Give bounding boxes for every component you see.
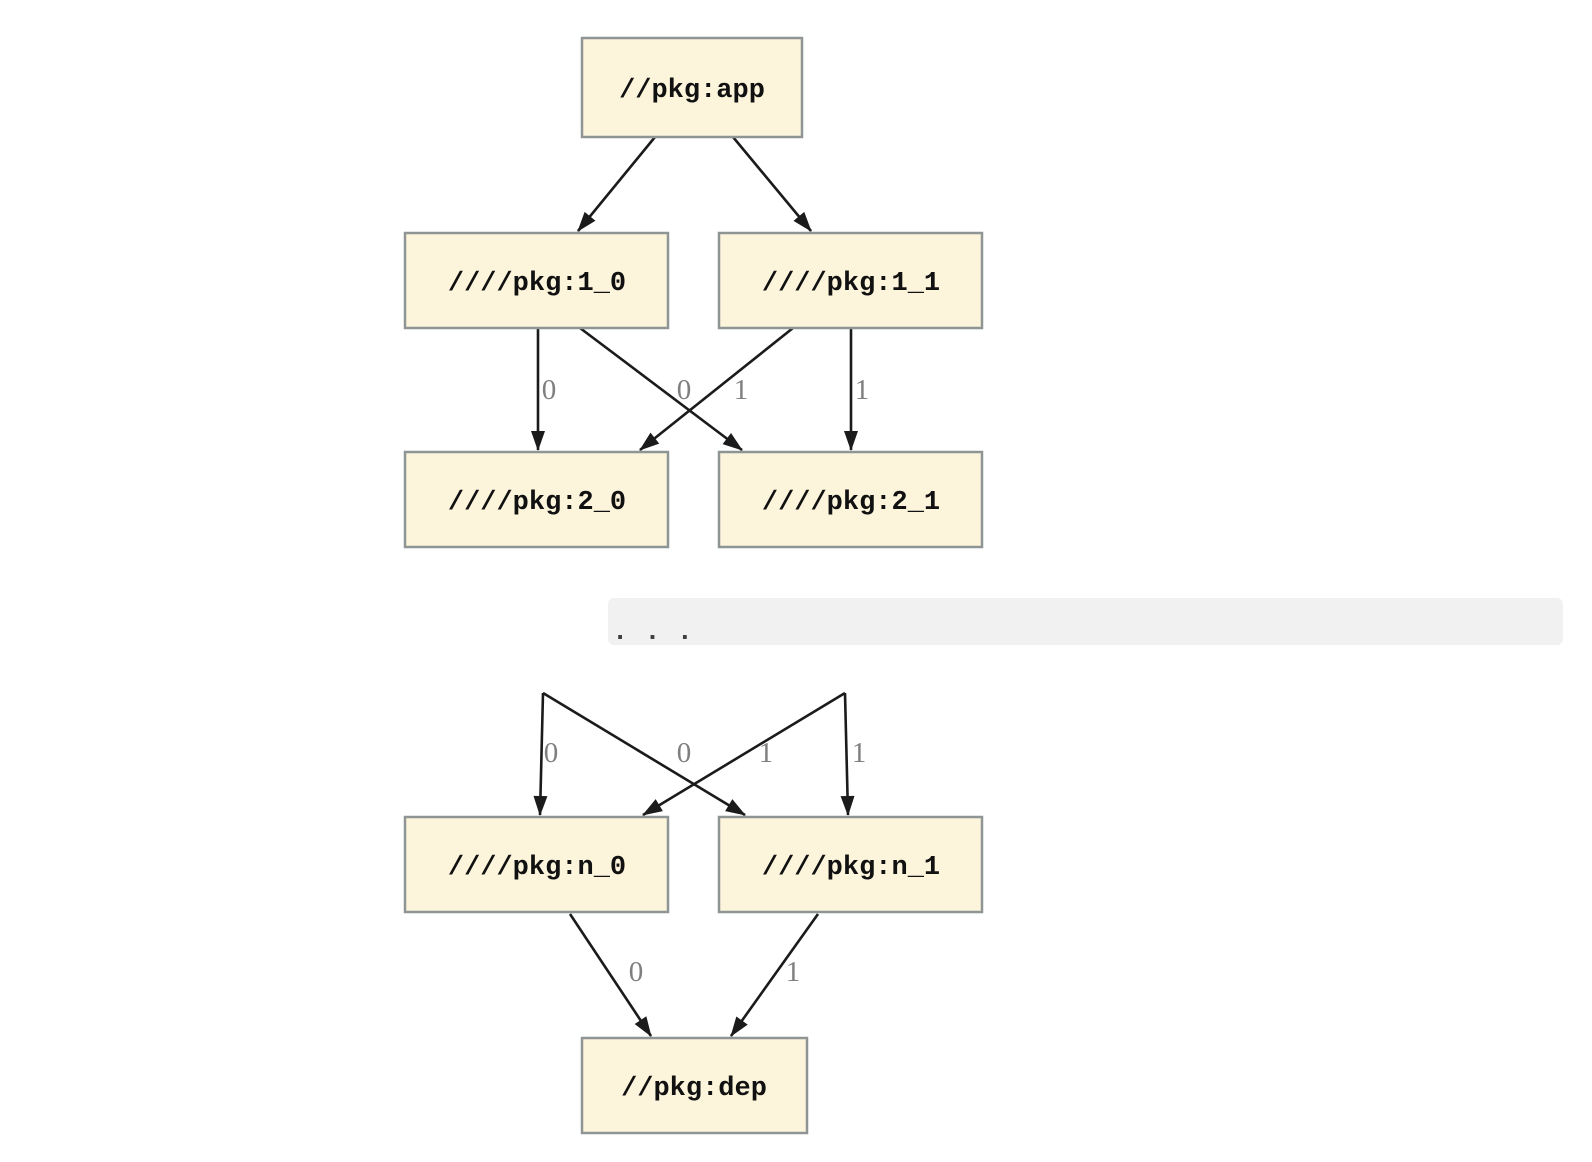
edge-label-1-1-to-2-1: 1 xyxy=(855,374,870,406)
node-pkg-1-0-box xyxy=(403,231,670,330)
edge-pkg-1-0-to-pkg-2-1 xyxy=(579,326,743,452)
edge-label-1-0-to-2-0: 0 xyxy=(542,374,557,406)
node-pkg-2-1-label: ////pkg:2_1 xyxy=(762,488,940,518)
ellipsis-dots: . . . xyxy=(612,618,693,648)
node-pkg-dep-label: //pkg:dep xyxy=(621,1074,767,1104)
edge-dots-to-pkg-n-1-cross xyxy=(542,691,746,817)
node-pkg-1-0-label: ////pkg:1_0 xyxy=(448,269,626,299)
edge-app-to-pkg-1-1 xyxy=(731,136,813,232)
edge-label-dots-to-n-0-left: 0 xyxy=(544,737,559,769)
node-pkg-1-1-box xyxy=(717,231,984,330)
edge-label-n-0-to-dep: 0 xyxy=(629,956,644,988)
node-pkg-1-0: ////pkg:1_0 xyxy=(403,231,670,330)
edge-label-dots-to-n-0-cross: 0 xyxy=(677,737,692,769)
node-pkg-2-0-box xyxy=(403,450,670,549)
node-pkg-2-1-box xyxy=(717,450,984,549)
node-pkg-app-box xyxy=(580,36,804,139)
node-pkg-n-0-box xyxy=(403,815,670,914)
edge-label-n-1-to-dep: 1 xyxy=(786,956,801,988)
edge-label-1-0-to-2-1: 1 xyxy=(734,374,749,406)
edge-pkg-n-1-to-dep xyxy=(729,913,820,1037)
edge-dots-to-pkg-n-0-left xyxy=(533,692,548,816)
node-pkg-n-1-label: ////pkg:n_1 xyxy=(762,853,940,883)
node-pkg-2-1: ////pkg:2_1 xyxy=(717,450,984,549)
node-pkg-2-0: ////pkg:2_0 xyxy=(403,450,670,549)
node-pkg-1-1: ////pkg:1_1 xyxy=(717,231,984,330)
node-pkg-dep-box xyxy=(580,1036,809,1135)
node-pkg-dep: //pkg:dep xyxy=(580,1036,809,1135)
edge-dots-to-pkg-n-0-cross xyxy=(642,691,846,817)
node-pkg-1-1-label: ////pkg:1_1 xyxy=(762,269,940,299)
edge-pkg-n-0-to-dep xyxy=(568,913,653,1037)
node-pkg-app-label: //pkg:app xyxy=(619,76,765,106)
edge-label-1-1-to-2-0: 0 xyxy=(677,374,692,406)
node-pkg-n-1-box xyxy=(717,815,984,914)
edge-pkg-1-1-to-pkg-2-0 xyxy=(639,326,794,452)
edge-dots-to-pkg-n-1-right xyxy=(840,692,855,816)
node-pkg-n-0-label: ////pkg:n_0 xyxy=(448,853,626,883)
ellipsis-band xyxy=(608,598,1563,645)
node-pkg-2-0-label: ////pkg:2_0 xyxy=(448,488,626,518)
edge-label-dots-to-n-1-right: 1 xyxy=(852,737,867,769)
edge-label-dots-to-n-1-cross: 1 xyxy=(759,737,774,769)
node-pkg-n-0: ////pkg:n_0 xyxy=(403,815,670,914)
edge-app-to-pkg-1-0 xyxy=(576,136,657,232)
node-pkg-app: //pkg:app xyxy=(580,36,804,139)
node-pkg-n-1: ////pkg:n_1 xyxy=(717,815,984,914)
